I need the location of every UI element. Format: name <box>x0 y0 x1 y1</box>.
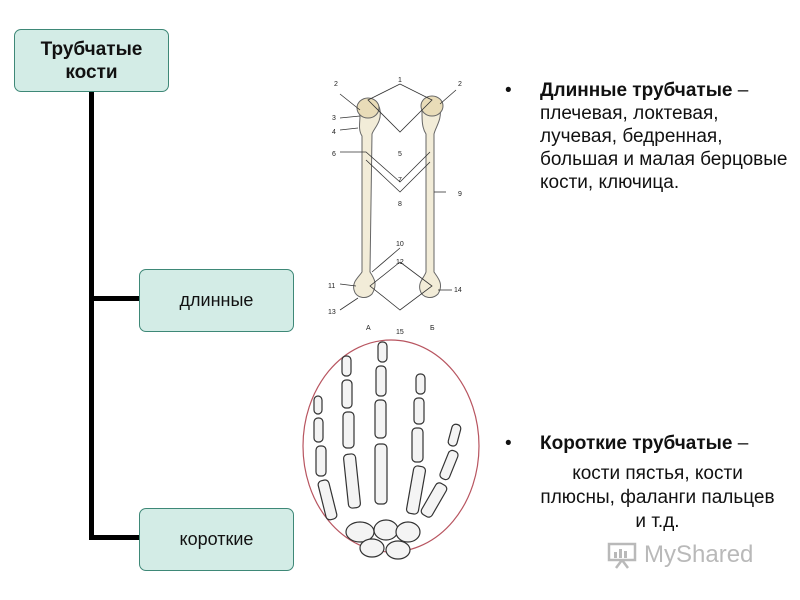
bone-label-6: 6 <box>332 151 336 158</box>
bone-label-3: 3 <box>332 115 336 122</box>
short-bones-dash: – <box>732 433 749 454</box>
bone-label-15: 15 <box>396 329 404 336</box>
bone-label-5: 5 <box>398 151 402 158</box>
bone-label-2a: 2 <box>334 81 338 88</box>
long-bones-title: Длинные трубчатые <box>540 80 733 101</box>
short-bones-description: кости пястья, кости плюсны, фаланги паль… <box>540 463 775 532</box>
bone-label-8: 8 <box>398 201 402 208</box>
bone-label-b: Б <box>430 325 435 332</box>
long-bones-illustration: 1 2 2 3 4 5 6 7 8 9 10 11 12 13 14 15 A … <box>328 77 462 336</box>
tree-branch-long <box>89 296 140 301</box>
bone-label-10: 10 <box>396 241 404 248</box>
short-bones-title: Короткие трубчатые <box>540 433 733 454</box>
root-node-label: Трубчатые кости <box>40 38 143 83</box>
node-long: длинные <box>139 269 294 332</box>
bone-label-12: 12 <box>396 259 404 266</box>
node-short-label: короткие <box>179 529 254 549</box>
node-short: короткие <box>139 508 294 571</box>
long-bones-dash: – <box>732 80 749 101</box>
tree-trunk-line <box>89 92 94 540</box>
bone-label-4: 4 <box>332 129 336 136</box>
bone-label-9: 9 <box>458 191 462 198</box>
bullet-short-bones: • Короткие трубчатые – кости пястья, кос… <box>505 432 795 532</box>
bone-label-1: 1 <box>398 77 402 84</box>
bullet-long-bones: • Длинные трубчатые – плечевая, локтевая… <box>505 79 795 194</box>
node-long-label: длинные <box>179 290 254 310</box>
bullet-marker: • <box>505 433 512 454</box>
long-bones-description: плечевая, локтевая, лучевая, бедренная, … <box>540 103 788 193</box>
tree-branch-short <box>89 535 140 540</box>
bone-label-14: 14 <box>454 287 462 294</box>
presentation-icon <box>607 542 637 569</box>
bone-label-11: 11 <box>328 283 335 290</box>
bone-label-2b: 2 <box>458 81 462 88</box>
watermark-text: MyShared <box>644 541 754 568</box>
bone-label-a: A <box>366 325 371 332</box>
watermark: MyShared <box>606 538 776 572</box>
hand-skeleton-illustration <box>302 339 480 560</box>
root-node-tubular-bones: Трубчатые кости <box>14 29 169 92</box>
bullet-marker: • <box>505 80 512 101</box>
bone-label-13: 13 <box>328 309 336 316</box>
bone-label-7: 7 <box>398 177 402 184</box>
